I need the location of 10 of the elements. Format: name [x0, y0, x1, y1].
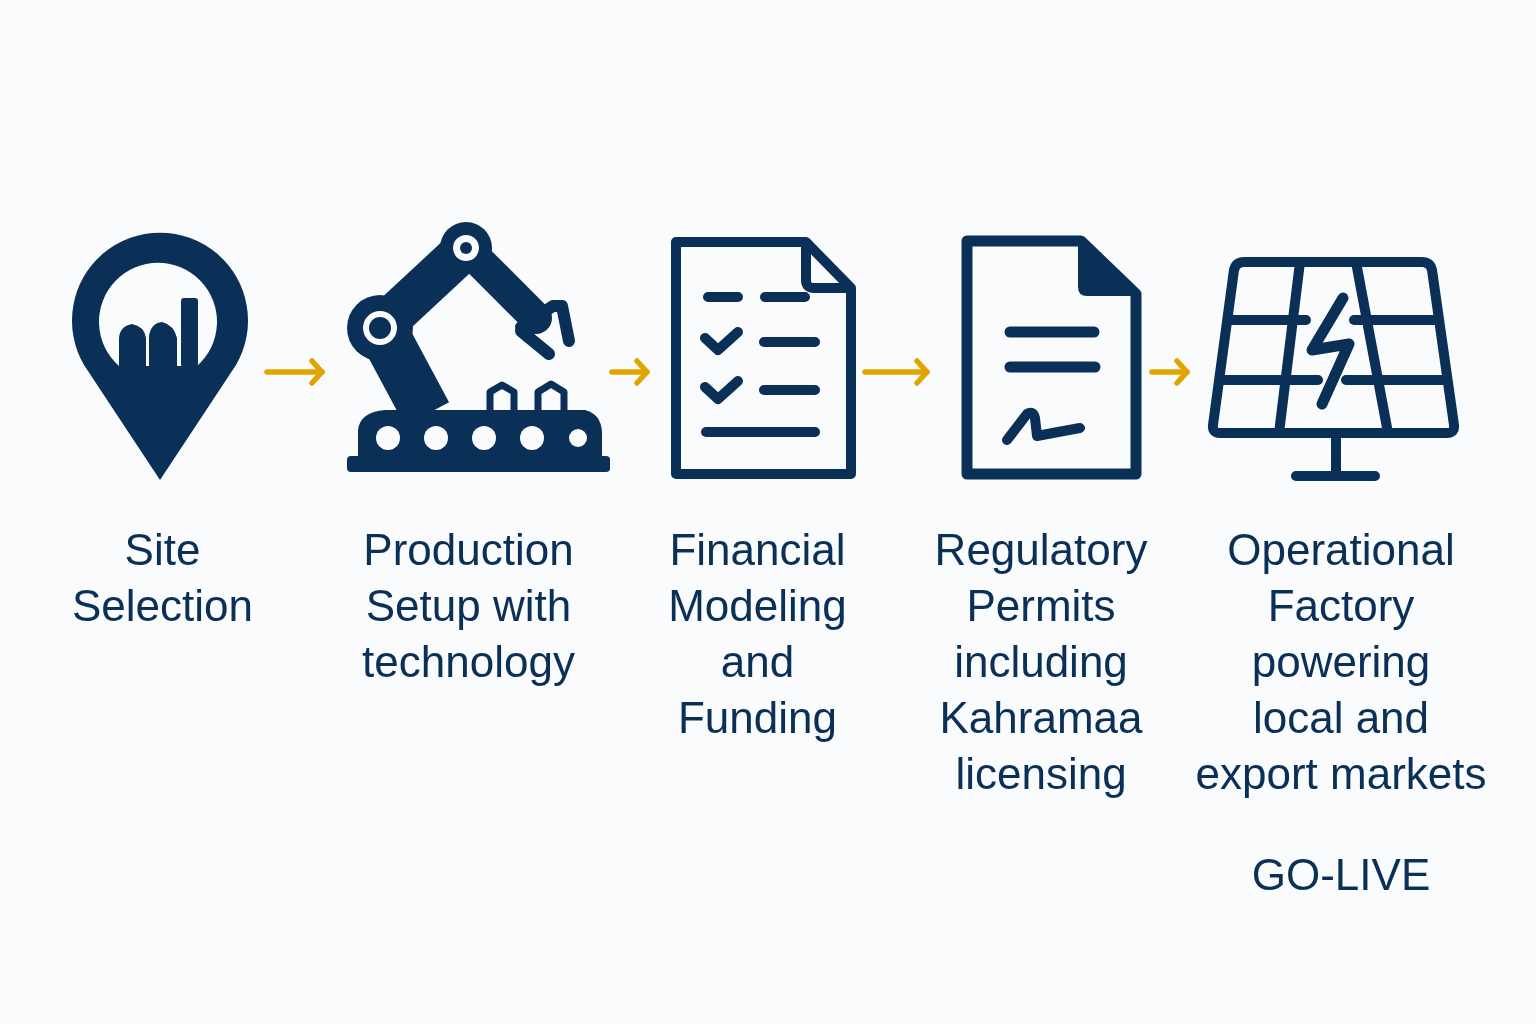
arrow: [264, 358, 325, 386]
step-label: Production Setup with technology: [361, 524, 576, 688]
step-label: Operational Factory powering local and export markets: [1194, 524, 1488, 800]
step-label: Financial Modeling and Funding: [667, 524, 848, 744]
arrow: [1149, 358, 1190, 386]
arrow: [609, 358, 650, 386]
step-label: Site Selection: [71, 524, 254, 632]
step-label: Regulatory Permits including Kahramaa licensing: [933, 524, 1149, 800]
milestone-label: GO-LIVE: [1251, 849, 1431, 901]
arrow: [862, 358, 930, 386]
